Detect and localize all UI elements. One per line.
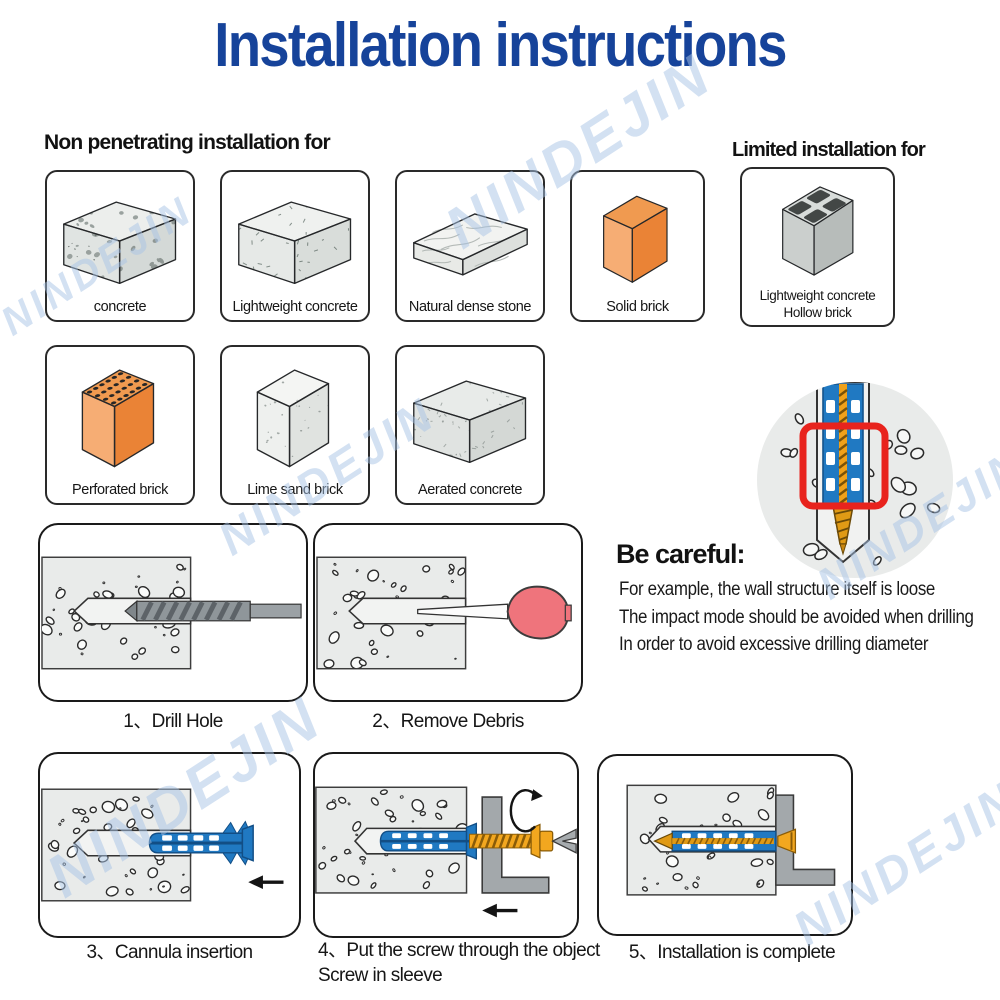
caution-heading: Be careful: <box>616 539 746 569</box>
step1-label: 1、Drill Hole <box>123 711 223 732</box>
installation-complete-illustration <box>626 784 836 896</box>
alert-highlight-box <box>799 422 889 510</box>
step3-label: 3、Cannula insertion <box>86 942 253 963</box>
material-card-lime-sand-brick: Lime sand brick <box>220 345 370 505</box>
material-label: Natural dense stone <box>408 299 532 315</box>
lightweight-concrete-block-illustration <box>237 201 351 285</box>
hollow-brick-illustration <box>781 186 854 276</box>
step4-label-line2: Screw in sleeve <box>318 965 443 986</box>
stone-slab-illustration <box>412 213 528 276</box>
solid-brick-illustration <box>602 195 668 283</box>
l-bracket <box>775 794 836 886</box>
material-label: Solid brick <box>606 299 669 315</box>
material-card-aerated-concrete: Aerated concrete <box>395 345 545 505</box>
heading-non-penetrating: Non penetrating installation for <box>44 131 331 154</box>
anchor-in-wall-closeup <box>780 382 943 566</box>
blower-bulb <box>417 585 572 640</box>
material-label-line1: Lightweight concrete <box>759 288 876 303</box>
perforated-brick-illustration <box>81 369 154 468</box>
material-card-concrete: concrete <box>45 170 195 322</box>
remove-debris-illustration <box>316 556 572 670</box>
step2-remove-debris-panel <box>313 523 583 702</box>
material-label: concrete <box>93 299 147 315</box>
step5-complete-panel <box>597 754 853 936</box>
concrete-block-illustration <box>62 201 176 285</box>
caution-line: In order to avoid excessive drilling dia… <box>619 634 929 655</box>
step2-label: 2、Remove Debris <box>372 711 524 732</box>
material-label: Aerated concrete <box>417 482 523 498</box>
material-card-perforated-brick: Perforated brick <box>45 345 195 505</box>
material-card-natural-dense-stone: Natural dense stone <box>395 170 545 322</box>
drill-bit <box>124 600 302 623</box>
caution-text: For example, the wall structure itself i… <box>619 576 993 659</box>
wall-anchor <box>148 820 254 866</box>
screw <box>653 828 797 854</box>
step3-cannula-insertion-panel <box>38 752 301 938</box>
aerated-concrete-illustration <box>412 380 526 464</box>
anchor-screw <box>832 384 854 556</box>
wall-closeup-inset <box>757 382 953 578</box>
screw <box>468 823 554 859</box>
drill-hole-illustration <box>41 556 302 670</box>
push-direction-arrow <box>482 903 518 918</box>
l-bracket <box>481 796 550 894</box>
rotation-arrow <box>509 788 543 833</box>
page-title: Installation instructions <box>214 11 787 80</box>
lime-sand-brick-illustration <box>256 369 329 468</box>
step4-screw-in-panel <box>313 752 579 938</box>
step4-label: 4、Put the screw through the object Screw… <box>318 938 608 988</box>
cannula-insertion-illustration <box>41 788 284 902</box>
step5-label: 5、Installation is complete <box>628 942 836 963</box>
material-card-lightweight-concrete: Lightweight concrete <box>220 170 370 322</box>
material-label: Lime sand brick <box>247 482 343 498</box>
material-card-hollow-brick: Lightweight concrete Hollow brick <box>740 167 895 327</box>
screw-through-object-illustration <box>315 786 577 918</box>
caution-line: The impact mode should be avoided when d… <box>619 606 974 628</box>
caution-line: For example, the wall structure itself i… <box>619 579 935 600</box>
material-label-line2: Hollow brick <box>783 305 852 320</box>
material-label: Perforated brick <box>72 482 168 498</box>
drilled-hole <box>348 597 467 625</box>
material-card-solid-brick: Solid brick <box>570 170 705 322</box>
insert-direction-arrow <box>248 875 284 890</box>
heading-limited: Limited installation for <box>732 139 926 161</box>
step1-drill-hole-panel <box>38 523 308 702</box>
step4-label-line1: 4、Put the screw through the object <box>318 940 600 961</box>
material-label: Lightweight concrete <box>232 299 358 315</box>
screwdriver-tip <box>551 828 577 854</box>
